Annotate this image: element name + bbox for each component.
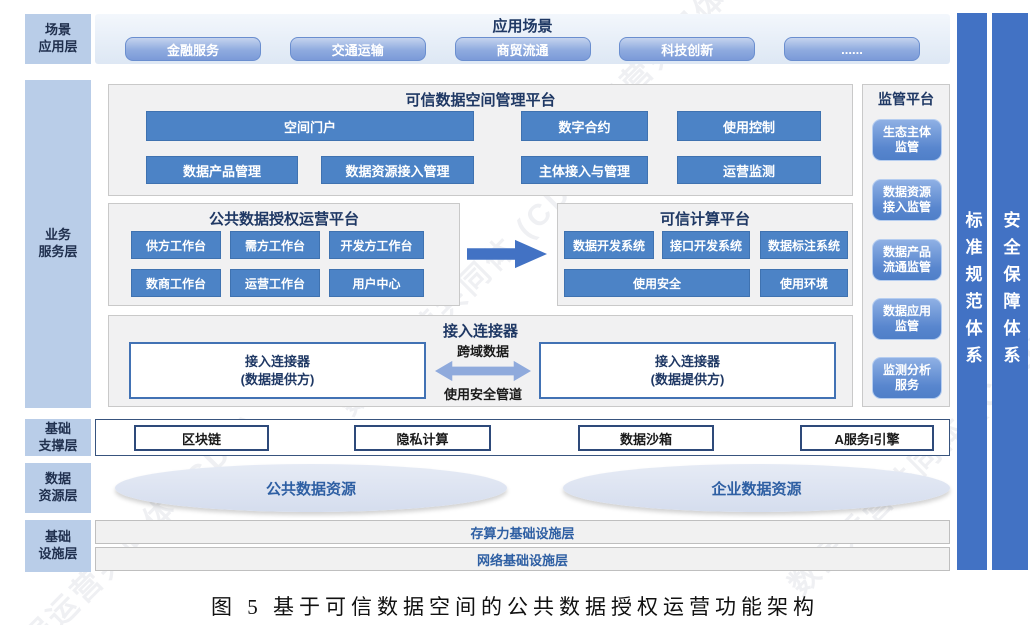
box-data-resource-access-mgmt: 数据资源接入管理 <box>321 156 474 184</box>
label-usage-secure-channel: 使用安全管道 <box>443 387 522 402</box>
panel-title-trusted-computing: 可信计算平台 <box>659 211 750 228</box>
panel-trusted-computing: 可信计算平台 数据开发系统 接口开发系统 数据标注系统 使用安全 使用环境 <box>557 203 853 306</box>
bar-network-infrastructure: 网络基础设施层 <box>95 547 950 571</box>
box-data-application-supervision: 数据应用 监管 <box>872 298 942 340</box>
box-databroker-workbench: 数商工作台 <box>131 269 221 297</box>
application-scenarios-band: 应用场景 金融服务 交通运输 商贸流通 科技创新 ...... <box>95 14 950 64</box>
box-digital-contract: 数字合约 <box>521 111 648 141</box>
box-access-connector-right: 接入连接器 (数据提供方) <box>539 342 836 399</box>
box-operation-workbench: 运营工作台 <box>230 269 320 297</box>
double-arrow-icon <box>435 360 531 382</box>
scenario-buttons-row: 金融服务 交通运输 商贸流通 科技创新 ...... <box>125 37 920 61</box>
box-provider-workbench: 供方工作台 <box>131 231 221 259</box>
figure-caption: 图 5 基于可信数据空间的公共数据授权运营功能架构 <box>211 595 819 619</box>
layer-label-data-resource: 数据 资源层 <box>25 463 91 513</box>
panel-trusted-data-space-mgmt: 可信数据空间管理平台 空间门户 数字合约 使用控制 数据产品管理 数据资源接入管… <box>108 84 853 196</box>
box-ecosystem-entity-supervision: 生态主体 监管 <box>872 119 942 161</box>
panel-regulatory-platform: 监管平台 生态主体 监管 数据资源 接入监管 数据产品 流通监管 数据应用 监管… <box>862 84 950 407</box>
panel-title-regulatory-platform: 监管平台 <box>878 91 934 107</box>
box-data-sandbox: 数据沙箱 <box>578 425 714 451</box>
btn-commerce-circulation: 商贸流通 <box>454 37 591 61</box>
bar-security-assurance-system: 安全保障体系 <box>992 13 1028 570</box>
box-data-resource-access-supervision: 数据资源 接入监管 <box>872 179 942 221</box>
panel-public-data-authorized-operation: 公共数据授权运营平台 供方工作台 需方工作台 开发方工作台 数商工作台 运营工作… <box>108 203 460 306</box>
panel-title-trusted-data-space-mgmt: 可信数据空间管理平台 <box>405 92 556 109</box>
btn-transportation: 交通运输 <box>289 37 426 61</box>
box-usage-control: 使用控制 <box>677 111 821 141</box>
panel-title-access-connector: 接入连接器 <box>442 323 518 340</box>
bar-standard-spec-system: 标准规范体系 <box>957 13 987 570</box>
box-data-product-mgmt: 数据产品管理 <box>146 156 298 184</box>
box-monitoring-analysis-service: 监测分析 服务 <box>872 357 942 399</box>
box-data-annotation-system: 数据标注系统 <box>760 231 848 259</box>
layer-label-scene-application: 场景 应用层 <box>25 14 91 64</box>
btn-more-scenarios: ...... <box>784 37 920 61</box>
application-scenarios-title: 应用场景 <box>492 18 553 35</box>
btn-financial-services: 金融服务 <box>125 37 261 61</box>
box-demander-workbench: 需方工作台 <box>230 231 320 259</box>
btn-tech-innovation: 科技创新 <box>619 37 756 61</box>
basic-support-band: 区块链 隐私计算 数据沙箱 A服务I引擎 <box>95 419 950 456</box>
box-user-center: 用户中心 <box>329 269 424 297</box>
ellipse-public-data-resource: 公共数据资源 <box>115 464 507 512</box>
box-entity-access-mgmt: 主体接入与管理 <box>521 156 648 184</box>
box-space-portal: 空间门户 <box>146 111 474 141</box>
layer-label-basic-support: 基础 支撑层 <box>25 419 91 456</box>
label-cross-domain-data: 跨域数据 <box>456 344 509 359</box>
box-data-product-circulation-supervision: 数据产品 流通监管 <box>872 239 942 281</box>
panel-access-connector: 接入连接器 接入连接器 (数据提供方) 接入连接器 (数据提供方) 跨域数据 使… <box>108 315 853 407</box>
box-access-connector-left: 接入连接器 (数据提供方) <box>129 342 426 399</box>
layer-label-business-service: 业务 服务层 <box>25 80 91 408</box>
bar-compute-storage-infrastructure: 存算力基础设施层 <box>95 520 950 544</box>
panel-title-public-data-authorized-operation: 公共数据授权运营平台 <box>208 211 359 228</box>
box-usage-security: 使用安全 <box>564 269 750 297</box>
box-blockchain: 区块链 <box>134 425 269 451</box>
box-ai-service-engine: A服务I引擎 <box>800 425 934 451</box>
box-developer-workbench: 开发方工作台 <box>329 231 424 259</box>
layer-label-infrastructure: 基础 设施层 <box>25 520 91 572</box>
box-privacy-computing: 隐私计算 <box>354 425 491 451</box>
box-operation-monitoring: 运营监测 <box>677 156 821 184</box>
box-usage-environment: 使用环境 <box>760 269 848 297</box>
right-arrow-icon <box>467 239 547 269</box>
box-data-dev-system: 数据开发系统 <box>564 231 654 259</box>
ellipse-enterprise-data-resource: 企业数据资源 <box>563 464 950 512</box>
box-api-dev-system: 接口开发系统 <box>662 231 750 259</box>
